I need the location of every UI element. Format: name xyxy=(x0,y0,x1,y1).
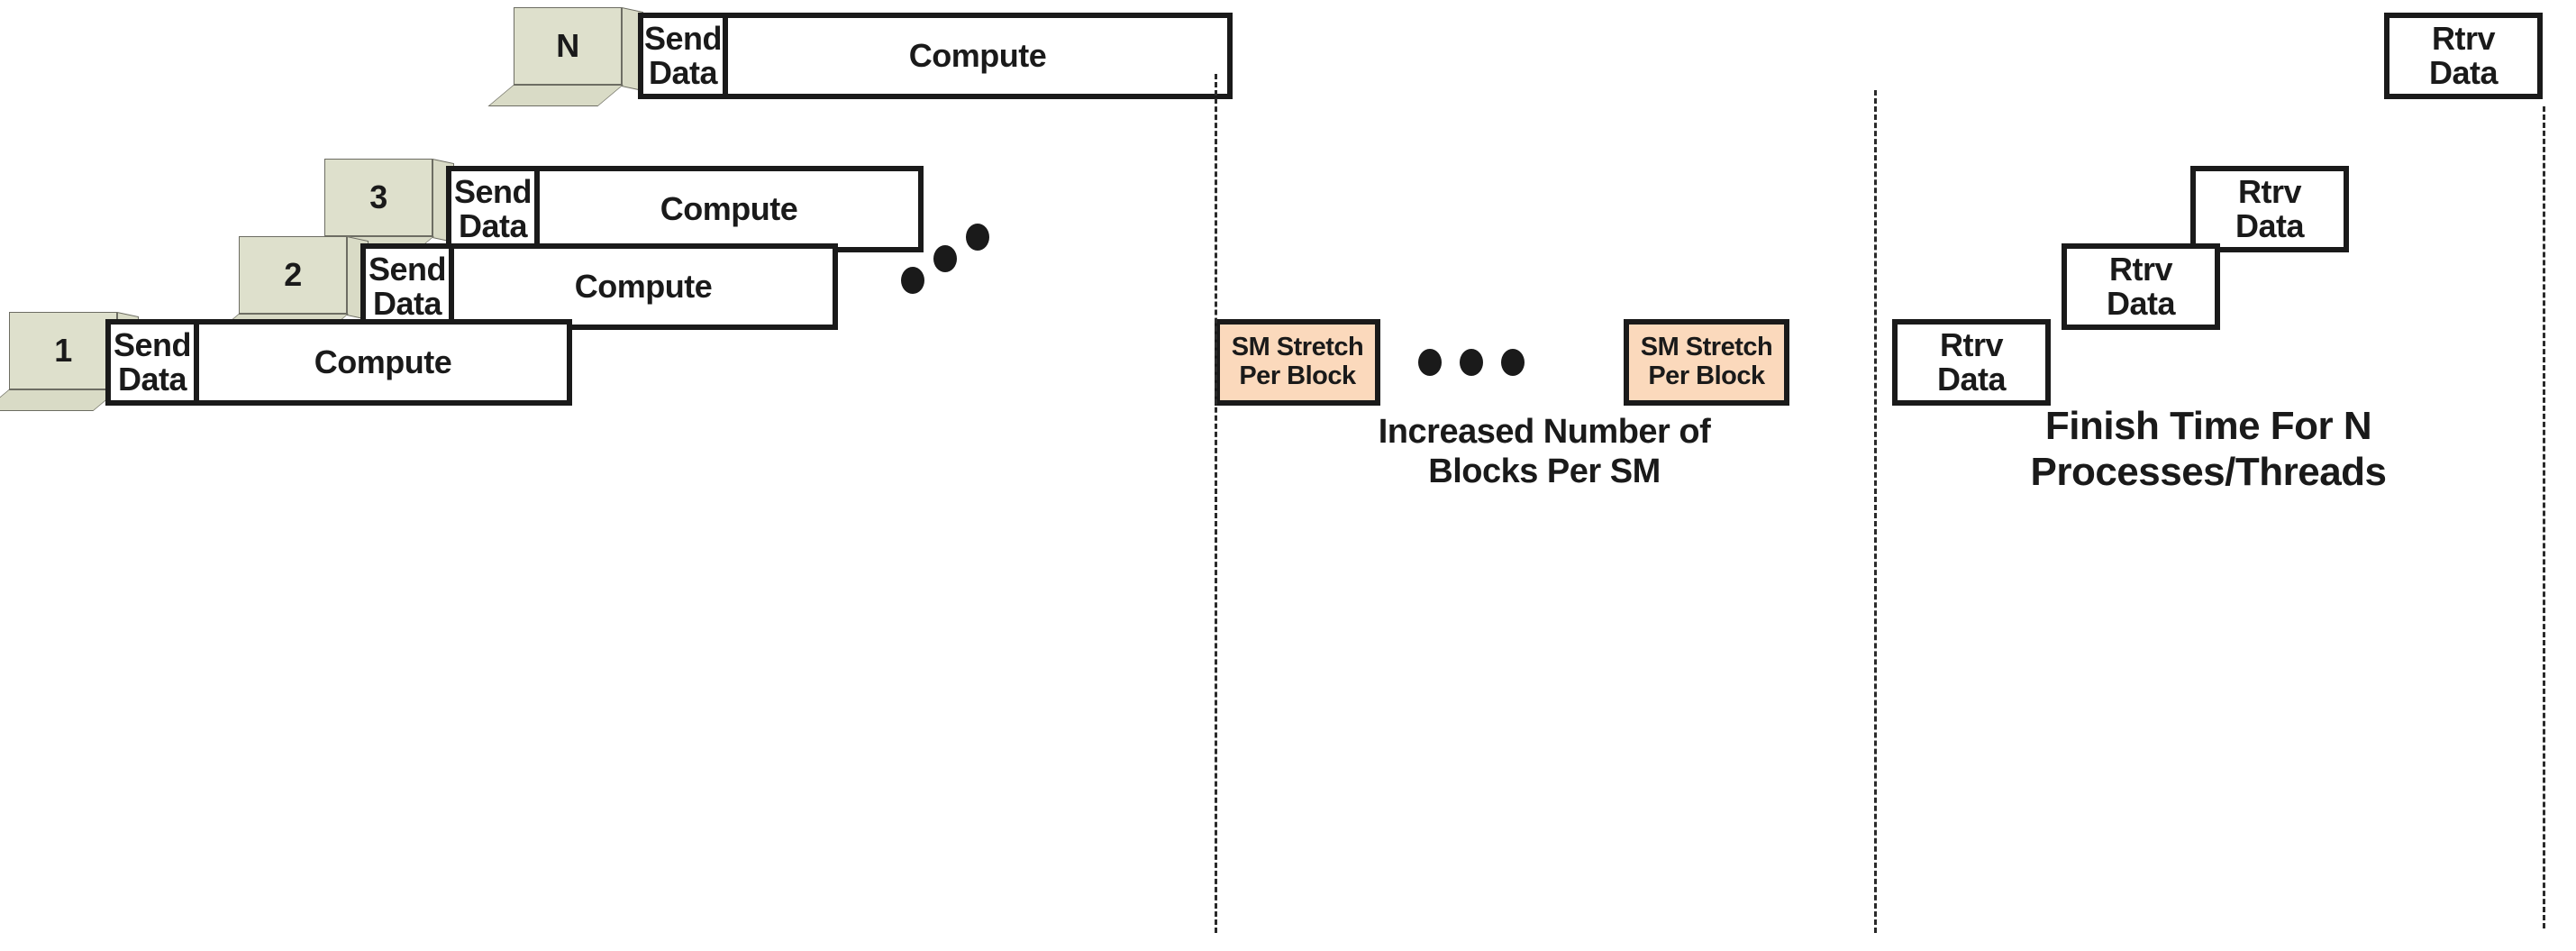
rtrv-row-2: Rtrv Data xyxy=(2062,243,2220,330)
guide-line-right xyxy=(2543,106,2545,928)
sm-stretch-first: SM Stretch Per Block xyxy=(1215,319,1380,406)
id-block-2-label: 2 xyxy=(239,236,347,314)
row-3-compute: Compute xyxy=(534,166,924,252)
row-2-compute: Compute xyxy=(449,243,838,330)
id-block-n-label: N xyxy=(514,7,622,85)
sm-stretch-last: SM Stretch Per Block xyxy=(1624,319,1789,406)
rtrv-row-3: Rtrv Data xyxy=(2190,166,2349,252)
id-block-3-label: 3 xyxy=(324,159,432,236)
id-block-1-label: 1 xyxy=(9,312,117,389)
rtrv-row-n: Rtrv Data xyxy=(2384,13,2543,99)
id-block-2: 2 xyxy=(213,236,369,335)
caption-increased-blocks: Increased Number of Blocks Per SM xyxy=(1378,413,1711,490)
row-3-send-data: Send Data xyxy=(446,166,540,252)
guide-line-left xyxy=(1215,74,1217,933)
row-1-send-data: Send Data xyxy=(105,319,199,406)
id-block-n: N xyxy=(487,7,643,106)
row-1-compute: Compute xyxy=(194,319,572,406)
caption-finish-time: Finish Time For N Processes/Threads xyxy=(2030,404,2387,494)
rtrv-row-1: Rtrv Data xyxy=(1892,319,2051,406)
row-2-send-data: Send Data xyxy=(360,243,454,330)
guide-line-middle xyxy=(1874,90,1877,933)
id-block-3: 3 xyxy=(298,159,454,258)
row-n-send-data: Send Data xyxy=(638,13,728,99)
row-n-compute: Compute xyxy=(723,13,1233,99)
